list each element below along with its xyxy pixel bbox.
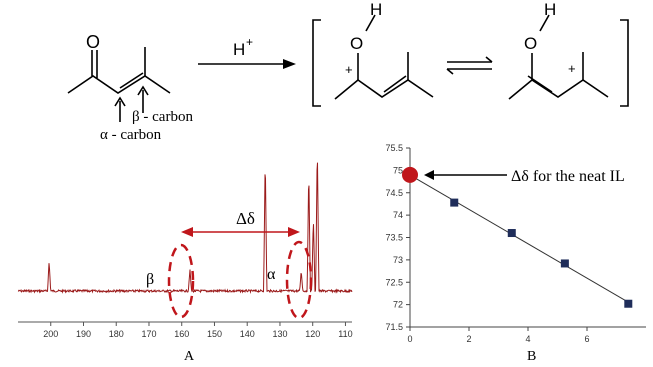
- beta-symbol: β: [146, 271, 154, 288]
- plot-b-data-point: [507, 229, 516, 238]
- nmr-spectrum-panel: 200 190 180 170 160 150 140 130 120 110: [17, 162, 353, 339]
- plot-b-y-tick-label: 71.5: [385, 322, 403, 332]
- plot-b-x-tick-label: 4: [525, 334, 530, 344]
- plot-b-data-point: [560, 259, 569, 268]
- reaction-arrowhead: [283, 59, 296, 69]
- reaction-scheme: [67, 14, 629, 122]
- bracket-right: [620, 19, 629, 107]
- beta-carbon-label: β - carbon: [132, 109, 193, 125]
- cation-right-molecule: [508, 14, 609, 100]
- plot-b-data-point: [450, 198, 459, 207]
- plot-b-y-tick-label: 75.5: [385, 143, 403, 153]
- reactant-molecule: [67, 47, 171, 122]
- plot-b-y-tick-label: 72.5: [385, 277, 403, 287]
- plot-b-trendline: [409, 174, 629, 303]
- delta-arrowhead-right: [288, 227, 300, 237]
- plot-b-neat-il-point: [402, 166, 418, 183]
- plot-b-y-tick-label: 74: [393, 210, 403, 220]
- nmr-x-ticks: 200 190 180 170 160 150 140 130 120 110: [43, 322, 353, 339]
- cation-left-hydrogen: H: [370, 0, 382, 19]
- nmr-tick-label: 130: [272, 329, 287, 339]
- alpha-symbol: α: [267, 266, 276, 283]
- plot-b-data-point: [624, 299, 633, 308]
- nmr-tick-label: 180: [109, 329, 124, 339]
- nmr-tick-label: 140: [240, 329, 255, 339]
- alpha-carbon-label: α - carbon: [100, 127, 162, 143]
- plot-b-x-ticks: 0 2 4 6: [407, 327, 590, 344]
- reactant-oxygen: O: [86, 32, 100, 52]
- cation-left-oxygen: O: [350, 34, 363, 53]
- delta-label: Δδ: [236, 209, 255, 228]
- annotation-arrowhead: [424, 170, 434, 180]
- nmr-tick-label: 110: [338, 329, 352, 339]
- delta-arrowhead-left: [181, 227, 193, 237]
- neat-il-annotation: Δδ for the neat IL: [511, 168, 625, 185]
- plot-b-y-tick-label: 73.5: [385, 233, 403, 243]
- cation-left-charge: +: [345, 62, 353, 77]
- alpha-peak-highlight: [285, 240, 313, 320]
- scatter-plot-panel: 71.5 72 72.5 73 73.5 74 74.5 75 75.5 0 2 4 6: [385, 143, 646, 344]
- nmr-tick-label: 120: [305, 329, 320, 339]
- alpha-pointer-head: [114, 96, 126, 107]
- plot-b-x-tick-label: 6: [584, 334, 589, 344]
- nmr-tick-label: 200: [43, 329, 58, 339]
- equilibrium-arrows: [446, 56, 493, 75]
- nmr-spectrum-trace: [17, 162, 353, 295]
- bracket-left: [312, 19, 321, 107]
- nmr-tick-label: 170: [141, 329, 156, 339]
- plot-b-x-tick-label: 2: [466, 334, 471, 344]
- beta-pointer-head: [137, 85, 149, 96]
- nmr-tick-label: 160: [174, 329, 189, 339]
- cation-right-charge: +: [568, 61, 576, 76]
- nmr-tick-label: 190: [76, 329, 91, 339]
- cation-right-hydrogen: H: [544, 0, 556, 19]
- plot-b-y-tick-label: 75: [393, 165, 403, 175]
- reagent-proton: H: [233, 40, 245, 59]
- plot-b-y-tick-label: 73: [393, 255, 403, 265]
- panel-a-caption: A: [184, 349, 195, 364]
- plot-b-x-tick-label: 0: [407, 334, 412, 344]
- cation-left-molecule: [334, 14, 434, 100]
- panel-b-caption: B: [527, 349, 536, 364]
- plot-b-y-tick-label: 72: [393, 300, 403, 310]
- plot-b-y-ticks: 71.5 72 72.5 73 73.5 74 74.5 75 75.5: [385, 143, 410, 332]
- nmr-tick-label: 150: [207, 329, 222, 339]
- reagent-charge: +: [246, 35, 253, 49]
- cation-right-oxygen: O: [524, 34, 537, 53]
- plot-b-y-tick-label: 74.5: [385, 188, 403, 198]
- plot-b-points: [402, 166, 633, 308]
- beta-peak-highlight: [167, 243, 195, 319]
